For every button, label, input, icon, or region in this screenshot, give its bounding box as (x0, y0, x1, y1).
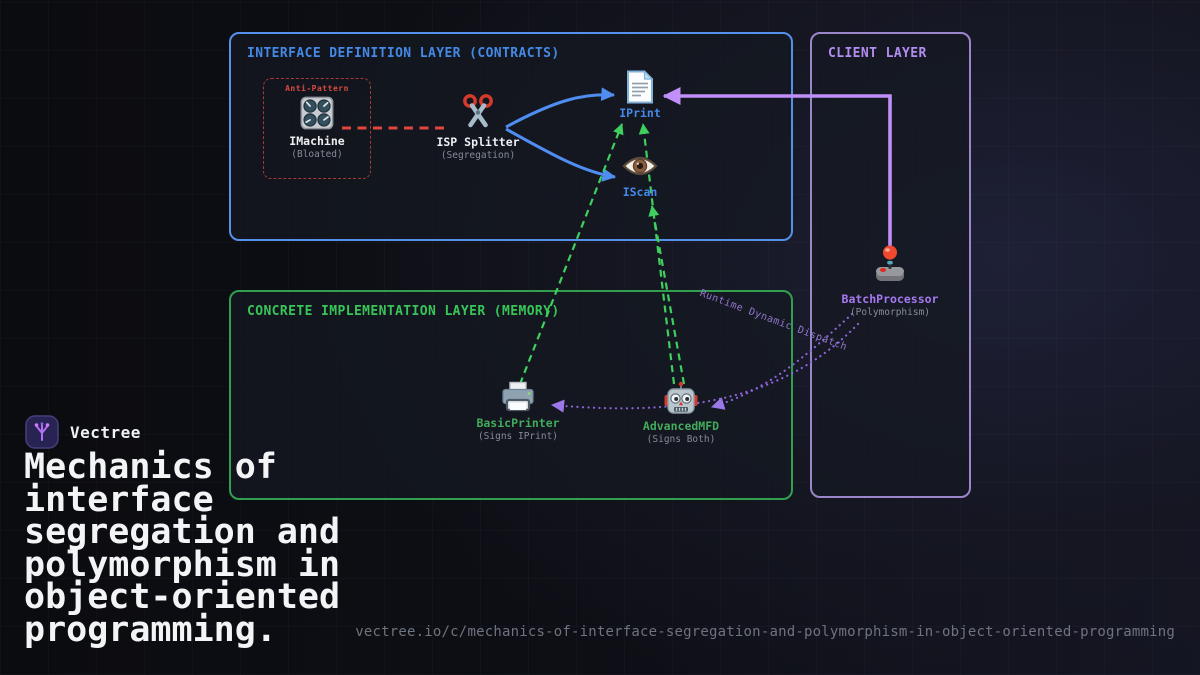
scissors-icon (463, 94, 493, 128)
node-label: IMachine (289, 134, 345, 148)
node-subtitle: (Signs IPrint) (477, 431, 559, 442)
document-icon (627, 70, 654, 104)
node-subtitle: (Segregation) (440, 150, 516, 161)
node-subtitle: (Polymorphism) (849, 307, 931, 318)
title-line: programming. (24, 609, 277, 650)
vectree-logo-icon (25, 415, 59, 449)
title-line: Mechanics of (24, 447, 277, 487)
printer-icon (502, 381, 534, 412)
title-line: interface (24, 479, 214, 520)
title-line: segregation and (24, 512, 341, 552)
node-label: IPrint (619, 106, 661, 120)
title-line: object-oriented (24, 577, 341, 617)
brand-lockup: Vectree (25, 415, 141, 449)
node-basicprinter: BasicPrinter (Signs IPrint) (458, 381, 578, 442)
title-line: polymorphism in (24, 544, 341, 585)
node-label: IScan (622, 185, 658, 199)
node-iprint: IPrint (580, 70, 700, 120)
eye-icon (622, 156, 658, 176)
interface-layer-title: INTERFACE DEFINITION LAYER (CONTRACTS) (247, 46, 560, 61)
node-isp-splitter: ISP Splitter (Segregation) (418, 91, 538, 161)
control-knobs-icon (300, 96, 334, 130)
node-imachine: IMachine (Bloated) (257, 94, 377, 160)
anti-pattern-badge: Anti-Pattern (285, 84, 349, 93)
node-label: BatchProcessor (841, 292, 939, 306)
node-label: ISP Splitter (436, 135, 520, 149)
node-advancedmfd: AdvancedMFD (Signs Both) (621, 381, 741, 445)
joystick-icon (876, 245, 904, 281)
node-iscan: IScan (580, 154, 700, 199)
node-label: BasicPrinter (476, 416, 560, 430)
node-label: AdvancedMFD (642, 419, 720, 433)
node-subtitle: (Bloated) (291, 149, 343, 160)
footer-url: vectree.io/c/mechanics-of-interface-segr… (355, 624, 1175, 640)
brand-name: Vectree (70, 422, 141, 442)
implementation-layer-title: CONCRETE IMPLEMENTATION LAYER (MEMORY) (247, 304, 560, 319)
robot-icon (664, 381, 698, 414)
page-title: Mechanics of interface segregation and p… (24, 447, 372, 650)
node-batchprocessor: BatchProcessor (Polymorphism) (820, 244, 960, 318)
node-subtitle: (Signs Both) (646, 434, 716, 445)
client-layer-title: CLIENT LAYER (828, 46, 927, 61)
